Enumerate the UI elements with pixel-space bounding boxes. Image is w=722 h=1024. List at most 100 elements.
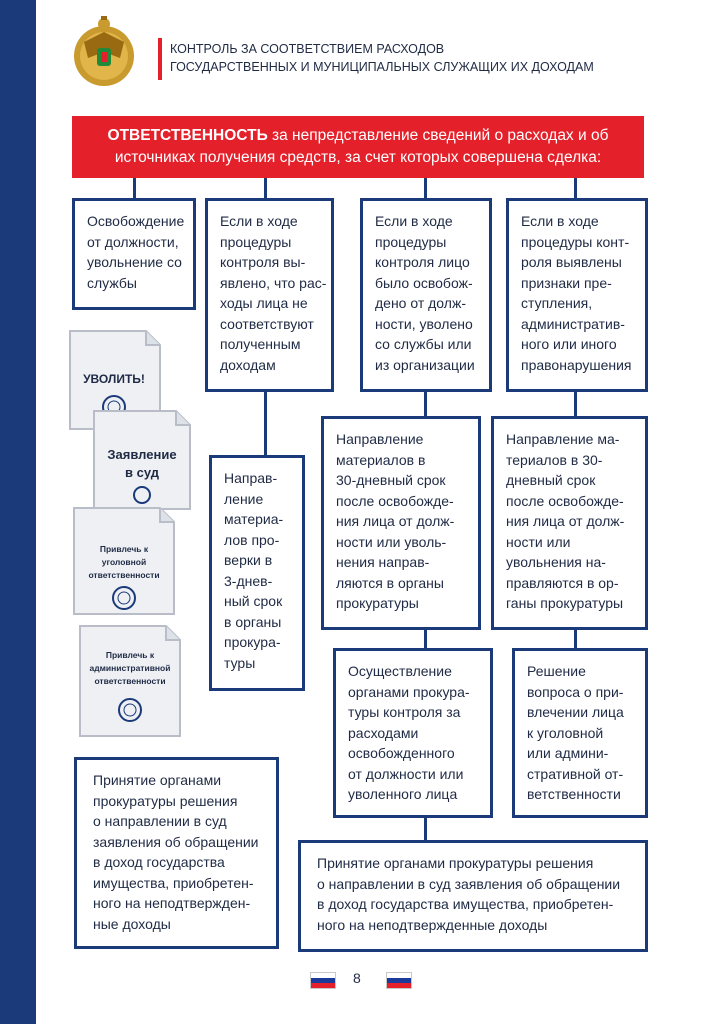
box-text-line: расходами bbox=[348, 724, 419, 741]
header-title-line1: КОНТРОЛЬ ЗА СООТВЕТСТВИЕМ РАСХОДОВ bbox=[170, 42, 445, 56]
box-text-line: нения направ- bbox=[336, 554, 430, 570]
box-text-line: материа- bbox=[224, 511, 284, 527]
box-text-line: органами прокура- bbox=[348, 683, 470, 700]
box-text-line: от должности, bbox=[87, 233, 179, 250]
card-court-line2: в суд bbox=[125, 465, 160, 480]
connector bbox=[574, 178, 577, 200]
box-text-line: ности или уволь- bbox=[336, 533, 447, 550]
box-text-line: процедуры bbox=[375, 233, 447, 250]
header-accent-bar bbox=[158, 38, 162, 80]
box-text-line: роля выявлены bbox=[521, 254, 622, 270]
box-text-line: ляются в органы bbox=[336, 574, 444, 591]
box-text-line: вопроса о при- bbox=[527, 683, 624, 700]
box-text-line: административ- bbox=[521, 315, 625, 332]
box-text-line: ление bbox=[224, 490, 264, 507]
card-court-line1: Заявление bbox=[107, 447, 176, 462]
box-text-line: увольнения на- bbox=[506, 554, 606, 570]
banner-bold: ОТВЕТСТВЕННОСТЬ bbox=[107, 127, 268, 144]
box-text-line: Освобождение bbox=[87, 213, 185, 229]
box-text-line: прокуратуры решения bbox=[93, 792, 238, 809]
connector bbox=[574, 390, 577, 418]
card-criminal-line2: уголовной bbox=[102, 557, 146, 567]
box-text-line: со службы или bbox=[375, 336, 472, 352]
box-send-30-day-left: Направление материалов в 30-дневный срок по… bbox=[321, 416, 481, 630]
document-card-criminal: Привлечь к уголовной ответственности bbox=[73, 507, 175, 615]
box-liability-decision: Решение вопроса о при-влечении лица к угол… bbox=[512, 648, 648, 818]
box-text-line: Если в ходе bbox=[220, 213, 298, 229]
box-text-line: было освобож- bbox=[375, 274, 473, 291]
box-text-line: ходы лица не bbox=[220, 295, 308, 311]
box-text-line: ного на неподтвержденные доходы bbox=[317, 916, 548, 933]
box-text-line: прокура- bbox=[224, 634, 281, 650]
box-text-line: процедуры bbox=[220, 233, 292, 250]
box-text-line: доходам bbox=[220, 356, 276, 373]
document-card-court: Заявление в суд bbox=[93, 410, 191, 510]
box-text-line: увольнение со bbox=[87, 254, 182, 270]
box-text-line: ности, уволено bbox=[375, 315, 473, 332]
connector bbox=[264, 390, 267, 458]
box-text-line: после освобожде- bbox=[336, 492, 454, 509]
banner-line2: источниках получения средств, за счет ко… bbox=[114, 149, 602, 166]
box-text-line: верки в bbox=[224, 552, 273, 568]
box-text-line: Решение bbox=[527, 663, 586, 679]
box-text-line: заявления об обращении bbox=[93, 833, 259, 850]
prosecutor-emblem-icon bbox=[74, 16, 134, 86]
box-text-line: контроля лицо bbox=[375, 254, 470, 270]
box-text-line: ганы прокуратуры bbox=[506, 595, 624, 611]
card-admin-line3: ответственности bbox=[94, 676, 165, 686]
box-text-line: материалов в bbox=[336, 451, 426, 468]
box-text-line: дневный срок bbox=[506, 472, 596, 488]
box-text-line: влечении лица bbox=[527, 704, 624, 720]
box-text-line: имущества, приобретен- bbox=[93, 874, 254, 891]
box-text-line: в доход государства bbox=[93, 854, 225, 870]
russian-flag-icon bbox=[386, 972, 412, 989]
box-text-line: лов про- bbox=[224, 531, 280, 548]
box-text-line: 30-дневный срок bbox=[336, 472, 446, 488]
box-text-line: от должности или bbox=[348, 765, 464, 782]
box-person-released: Если в ходе процедуры контроля лицо было ос… bbox=[360, 198, 492, 392]
box-text-line: о направлении в суд заявления об обращен… bbox=[317, 875, 621, 892]
box-text-line: или админи- bbox=[527, 745, 609, 761]
document-card-fire: УВОЛИТЬ! bbox=[69, 330, 161, 430]
box-text-line: правонарушения bbox=[521, 356, 632, 373]
box-text-line: ные доходы bbox=[93, 915, 171, 932]
box-text-line: стративной от- bbox=[527, 765, 624, 782]
box-offense-signs: Если в ходе процедуры конт-роля выявлены п… bbox=[506, 198, 648, 392]
card-fire-text: УВОЛИТЬ! bbox=[83, 372, 145, 386]
box-text-line: Если в ходе bbox=[375, 213, 453, 229]
box-text-line: в органы bbox=[224, 613, 282, 630]
box-text-line: о направлении в суд bbox=[93, 813, 227, 829]
connector bbox=[424, 815, 427, 842]
connector bbox=[574, 628, 577, 650]
connector bbox=[264, 178, 267, 200]
connector bbox=[424, 628, 427, 650]
box-text-line: туры bbox=[224, 654, 256, 671]
card-admin-line1: Привлечь к bbox=[106, 650, 155, 660]
box-text-line: ния лица от долж- bbox=[336, 513, 455, 529]
box-text-line: дено от долж- bbox=[375, 295, 466, 311]
header-title-line2: ГОСУДАРСТВЕННЫХ И МУНИЦИПАЛЬНЫХ СЛУЖАЩИХ… bbox=[170, 60, 594, 74]
box-text-line: ветственности bbox=[527, 786, 621, 802]
box-text-line: Если в ходе bbox=[521, 213, 599, 229]
box-text-line: Направление bbox=[336, 431, 424, 447]
box-text-line: Принятие органами прокуратуры решения bbox=[317, 855, 594, 871]
document-card-administrative: Привлечь к административной ответственно… bbox=[79, 625, 181, 737]
russian-flag-icon bbox=[310, 972, 336, 989]
connector bbox=[424, 178, 427, 200]
box-text-line: Направление ма- bbox=[506, 431, 620, 447]
box-text-line: процедуры конт- bbox=[521, 233, 630, 250]
box-text-line: после освобожде- bbox=[506, 492, 624, 509]
box-text-line: освобожденного bbox=[348, 745, 455, 761]
box-text-line: ния лица от долж- bbox=[506, 513, 625, 529]
box-text-line: соответствуют bbox=[220, 315, 314, 332]
box-send-30-day-right: Направление ма-териалов в 30-дневный сро… bbox=[491, 416, 648, 630]
box-text-line: ного на неподтвержден- bbox=[93, 895, 251, 911]
box-text-line: в доход государства имущества, приобрете… bbox=[317, 896, 614, 912]
box-text-line: к уголовной bbox=[527, 724, 604, 741]
box-text-line: правляются в ор- bbox=[506, 574, 619, 591]
